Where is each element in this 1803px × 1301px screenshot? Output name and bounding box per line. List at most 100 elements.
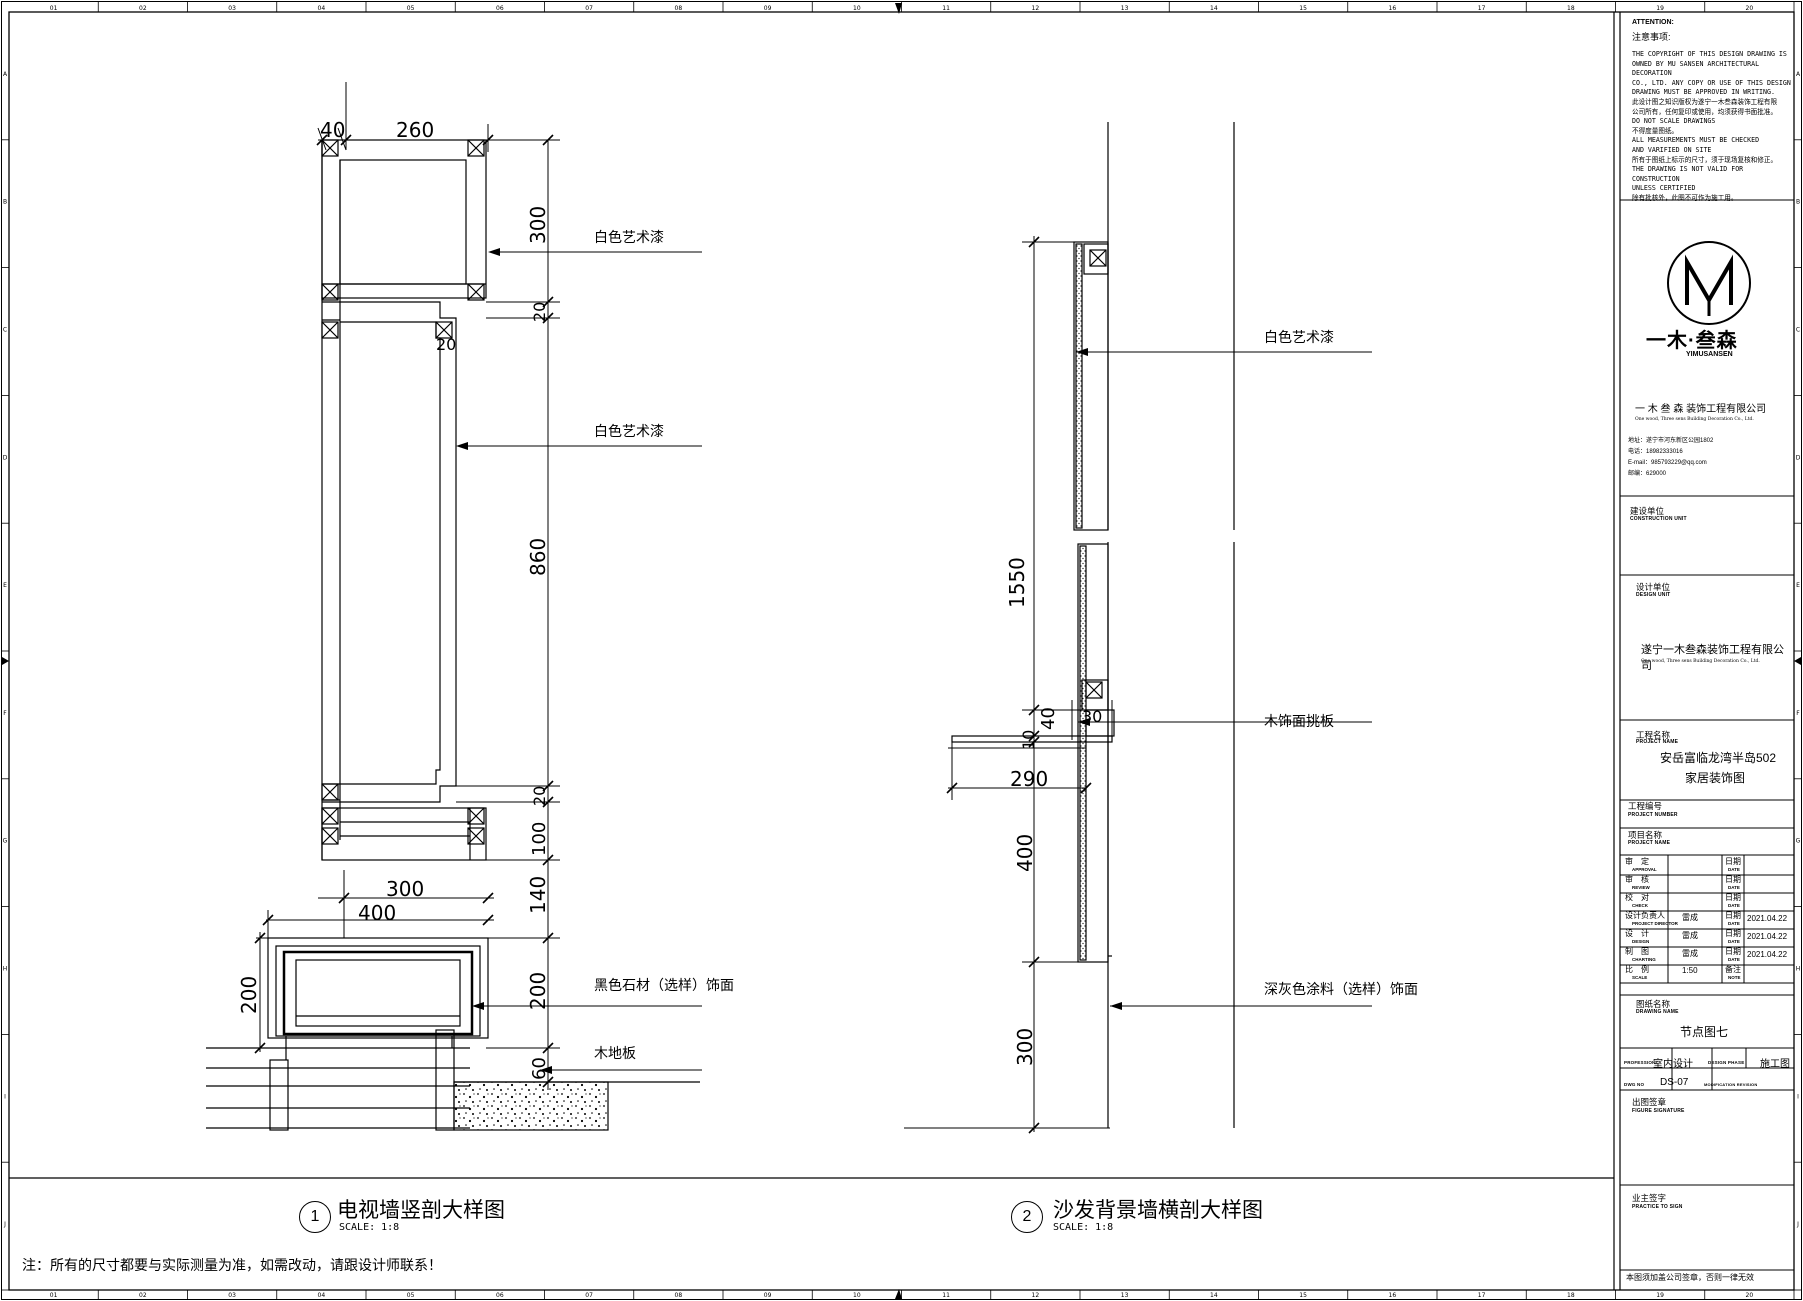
project-number-cn: 工程编号 bbox=[1628, 801, 1663, 811]
zone-column-label: 20 bbox=[1746, 1292, 1754, 1299]
dim-140: 140 bbox=[526, 876, 550, 914]
zone-column-label: 18 bbox=[1567, 1292, 1575, 1299]
zone-column-label: 16 bbox=[1389, 1292, 1397, 1299]
figure-signature-cn: 出图签章 bbox=[1632, 1097, 1667, 1107]
center-arrow-left bbox=[2, 657, 9, 665]
framing-block bbox=[467, 139, 485, 157]
design-company-en: One wood, Three sens Building Decoration… bbox=[1641, 659, 1760, 664]
label-wood-floor: 木地板 bbox=[594, 1046, 636, 1062]
framing-block bbox=[467, 283, 485, 301]
dimension-tick bbox=[338, 892, 350, 904]
signature-date: 2021.04.22 bbox=[1747, 914, 1788, 923]
zone-column-label: 04 bbox=[318, 5, 326, 12]
zone-column-label: 17 bbox=[1478, 1292, 1486, 1299]
signature-date: 2021.04.22 bbox=[1747, 932, 1788, 941]
phase-en: DESIGN PHASE bbox=[1708, 1060, 1745, 1065]
dim-300-base: 300 bbox=[386, 877, 424, 901]
dimension-tick bbox=[1028, 704, 1040, 716]
dim-860: 860 bbox=[526, 538, 550, 576]
zone-column-label: 12 bbox=[1032, 5, 1040, 12]
attention-en: ATTENTION: bbox=[1632, 19, 1674, 26]
framing-block bbox=[321, 283, 339, 301]
zone-row-label: J bbox=[3, 1221, 6, 1228]
dimension-tick bbox=[482, 914, 494, 926]
dimension-tick bbox=[316, 134, 328, 146]
dim-40-d2: 40 bbox=[1038, 707, 1059, 730]
signature-role-cn: 校 对 bbox=[1625, 893, 1649, 902]
detail-2-dimension-lines bbox=[904, 236, 1372, 1132]
zone-column-label: 01 bbox=[50, 5, 58, 12]
detail-1-tv-wall-section bbox=[206, 139, 1107, 1131]
framing-block bbox=[1089, 249, 1107, 267]
dimension-tick bbox=[542, 932, 554, 944]
framing-block bbox=[321, 807, 339, 825]
detail-2-leader-arrows bbox=[1076, 348, 1122, 1010]
detail-1-title: 电视墙竖剖大样图 bbox=[337, 1198, 505, 1222]
dimension-tick bbox=[946, 782, 958, 794]
item-name-cn: 项目名称 bbox=[1628, 830, 1663, 840]
dwg-no-en: DWG NO bbox=[1624, 1082, 1645, 1087]
company-name-en: One wood, Three sens Building Decoration… bbox=[1635, 417, 1754, 422]
zone-column-label: 11 bbox=[942, 5, 950, 12]
zone-row-label: B bbox=[3, 199, 7, 206]
dimension-tick bbox=[254, 1042, 266, 1054]
dim-200-right: 200 bbox=[526, 972, 550, 1010]
label-black-stone: 黑色石材（选样）饰面 bbox=[594, 977, 734, 994]
drawing-name-en: DRAWING NAME bbox=[1636, 1009, 1679, 1015]
construction-unit-cn: 建设单位 bbox=[1630, 506, 1665, 516]
zone-column-label: 15 bbox=[1299, 5, 1307, 12]
signature-role-cn: 设计负责人 bbox=[1625, 911, 1665, 920]
dwg-no: DS-07 bbox=[1660, 1077, 1689, 1088]
signature-date-label-en: DATE bbox=[1728, 921, 1740, 926]
detail-2-scale: SCALE: 1:8 bbox=[1053, 1222, 1114, 1233]
dimension-tick bbox=[542, 854, 554, 866]
framing-block bbox=[321, 283, 339, 301]
zone-column-label: 20 bbox=[1746, 5, 1754, 12]
signature-role-en: REVIEW bbox=[1632, 885, 1650, 890]
dimension-tick bbox=[542, 312, 554, 324]
signature-role-cn: 比 例 bbox=[1625, 965, 1649, 974]
center-arrow-right bbox=[1794, 657, 1801, 665]
detail-1-number: 1 bbox=[310, 1208, 320, 1225]
zone-column-label: 14 bbox=[1210, 5, 1218, 12]
zone-row-label: H bbox=[1796, 966, 1801, 973]
detail-1-leader-arrows bbox=[456, 248, 552, 1074]
signature-date-label: 日期 bbox=[1725, 893, 1741, 902]
project-name-cn: 工程名称 bbox=[1636, 730, 1671, 740]
zone-row-label: F bbox=[3, 710, 7, 717]
zone-column-label: 03 bbox=[228, 1292, 236, 1299]
signature-role-cn: 审 定 bbox=[1625, 857, 1649, 866]
signature-date-label: 日期 bbox=[1725, 857, 1741, 866]
dim-260: 260 bbox=[396, 118, 434, 142]
footnote: 注：所有的尺寸都要与实际测量为准，如需改动，请跟设计师联系！ bbox=[22, 1258, 442, 1274]
dimension-tick bbox=[542, 134, 554, 146]
zone-row-label: A bbox=[1796, 71, 1801, 78]
zone-column-label: 19 bbox=[1656, 1292, 1664, 1299]
dimension-tick bbox=[542, 780, 554, 792]
dimension-tick bbox=[542, 1042, 554, 1054]
framing-block bbox=[435, 321, 453, 339]
signature-role-en: DESIGN bbox=[1632, 939, 1650, 944]
zone-column-label: 01 bbox=[50, 1292, 58, 1299]
signature-role-en: PROJECT DIRECTOR bbox=[1632, 921, 1678, 926]
framing-block bbox=[467, 827, 485, 845]
owner-signature-en: PRACTICE TO SIGN bbox=[1632, 1204, 1683, 1210]
detail-1-scale: SCALE: 1:8 bbox=[339, 1222, 400, 1233]
zone-row-label: C bbox=[3, 327, 7, 334]
signature-role-en: CHECK bbox=[1632, 903, 1649, 908]
project-line-1: 安岳富临龙湾半岛502 bbox=[1660, 751, 1777, 765]
signature-date: 2021.04.22 bbox=[1747, 950, 1788, 959]
zone-column-label: 09 bbox=[764, 1292, 772, 1299]
signature-name: 雷成 bbox=[1682, 949, 1698, 958]
zone-column-label: 13 bbox=[1121, 1292, 1129, 1299]
profession-en: PROFESSION bbox=[1624, 1060, 1656, 1065]
signature-role-en: APPROVAL bbox=[1632, 867, 1657, 872]
dimension-tick bbox=[1028, 730, 1040, 742]
signature-date-label: 备注 bbox=[1725, 965, 1741, 974]
zone-row-label: D bbox=[1796, 454, 1801, 461]
center-arrow-top bbox=[895, 3, 902, 14]
zone-column-label: 17 bbox=[1478, 5, 1486, 12]
dim-20-a: 20 bbox=[530, 302, 549, 322]
